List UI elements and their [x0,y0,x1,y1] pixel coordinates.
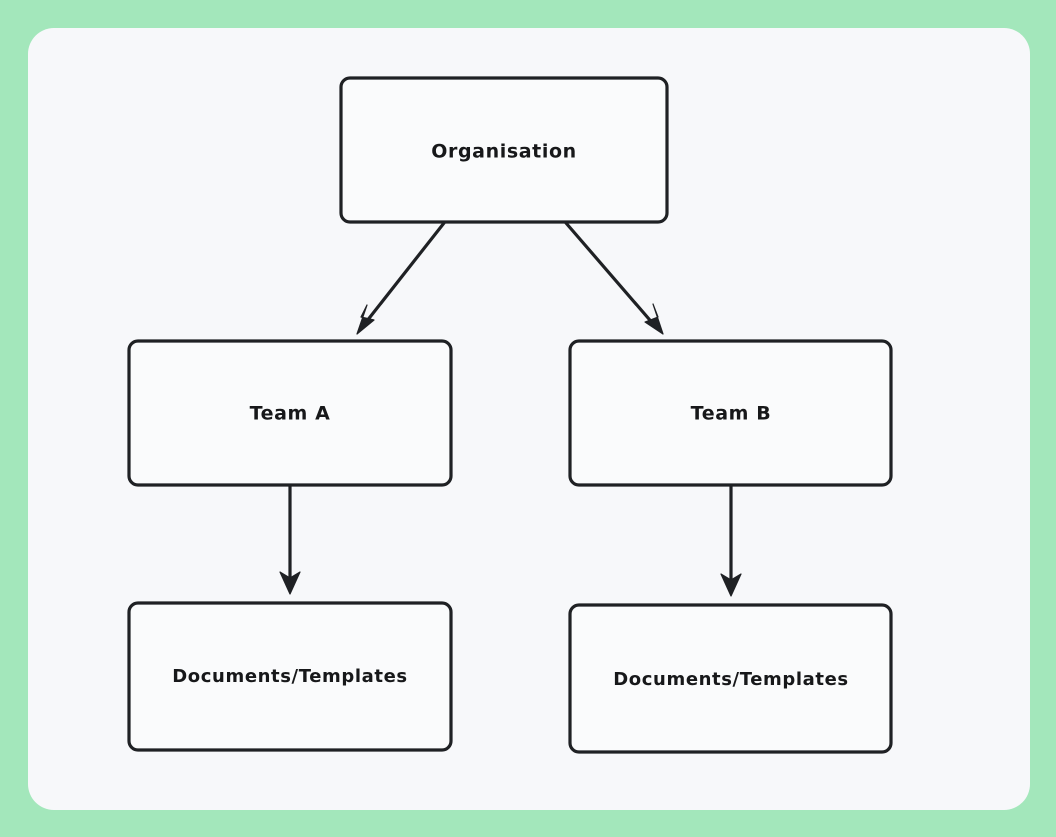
node-documents-templates-b[interactable]: Documents/Templates [568,603,893,754]
node-documents-templates-a-label: Documents/Templates [172,666,407,687]
node-documents-templates-b-label: Documents/Templates [613,669,848,690]
edge-organisation-to-team-a [356,221,446,335]
node-organisation[interactable]: Organisation [339,76,669,224]
edge-team-b-to-documents [720,484,742,597]
node-team-a[interactable]: Team A [127,339,453,487]
node-organisation-label: Organisation [431,141,577,163]
node-documents-templates-a[interactable]: Documents/Templates [127,601,453,752]
edge-organisation-to-team-b [564,221,664,335]
node-team-b-label: Team B [691,403,772,425]
edge-team-a-to-documents [279,484,301,595]
node-team-a-label: Team A [250,403,331,425]
node-team-b[interactable]: Team B [568,339,893,487]
